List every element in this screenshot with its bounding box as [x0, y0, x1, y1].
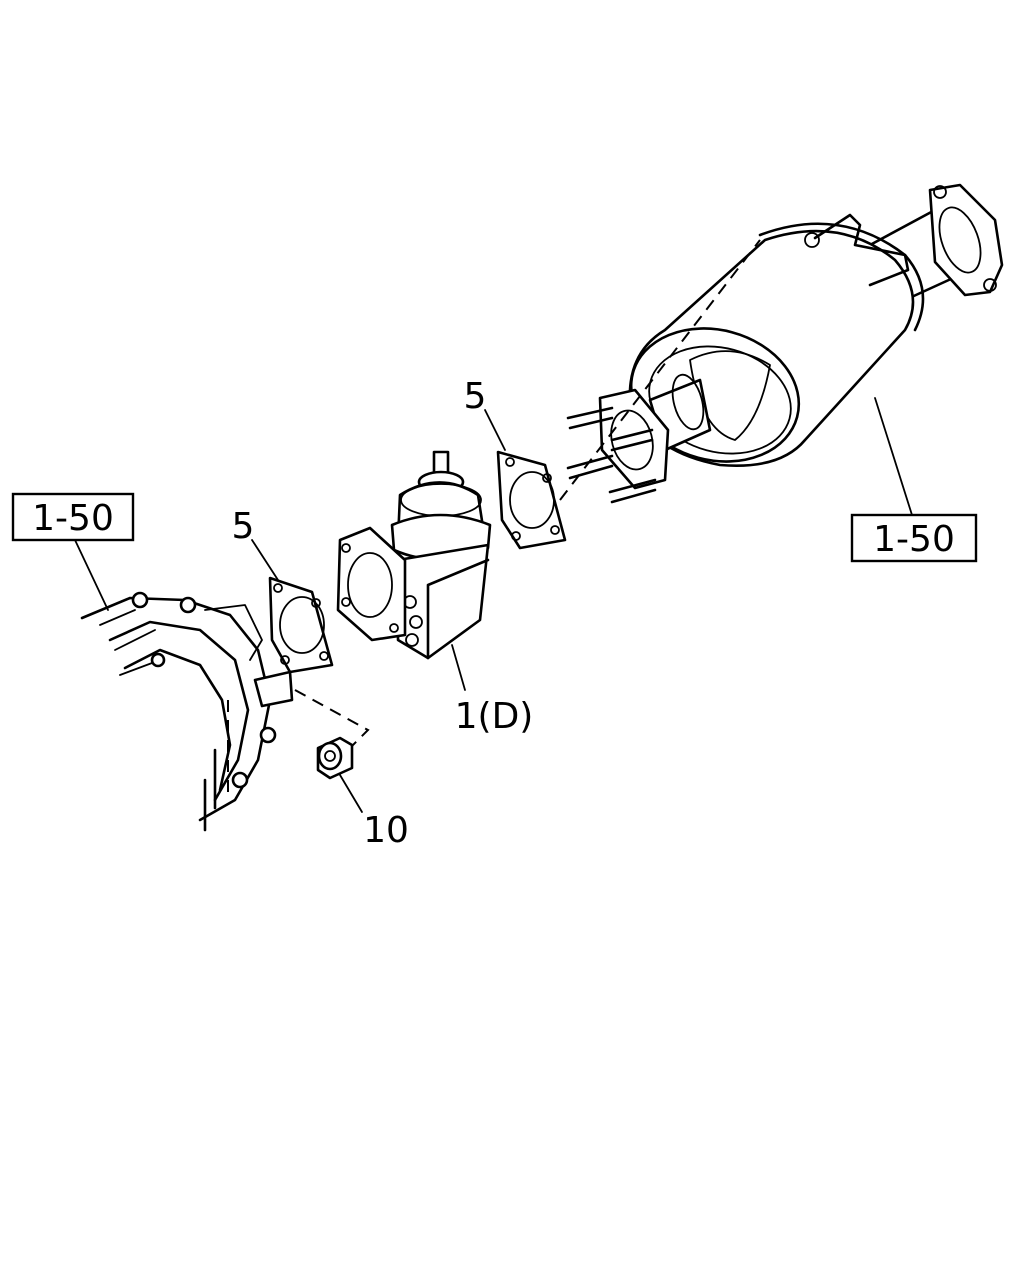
- ref-box-right[interactable]: 1-50: [850, 513, 978, 563]
- assembly-line-nut: [294, 689, 370, 749]
- ref-label-left: 1-50: [32, 498, 114, 539]
- callout-nut: 10: [363, 810, 409, 851]
- gasket-left: [268, 576, 334, 674]
- ref-label-right: 1-50: [873, 519, 955, 560]
- leader-gasket-left: [251, 539, 279, 581]
- assembly-line-upper: [559, 239, 761, 501]
- ref-box-left[interactable]: 1-50: [11, 492, 135, 542]
- exhaust-valve: [336, 450, 492, 660]
- leader-valve: [451, 644, 466, 691]
- gasket-right: [496, 450, 567, 550]
- callout-valve: 1(D): [455, 696, 534, 737]
- flange-studs: [566, 406, 657, 504]
- leader-ref-right: [874, 397, 913, 516]
- leader-ref-left: [74, 539, 109, 611]
- callout-gasket-right: 5: [464, 376, 487, 417]
- callout-gasket-left: 5: [232, 506, 255, 547]
- leader-nut: [339, 774, 363, 813]
- exhaust-manifold: [80, 591, 294, 832]
- flange-nut: [316, 736, 354, 780]
- leader-gasket-right: [484, 409, 506, 451]
- catalytic-converter: [566, 183, 1004, 504]
